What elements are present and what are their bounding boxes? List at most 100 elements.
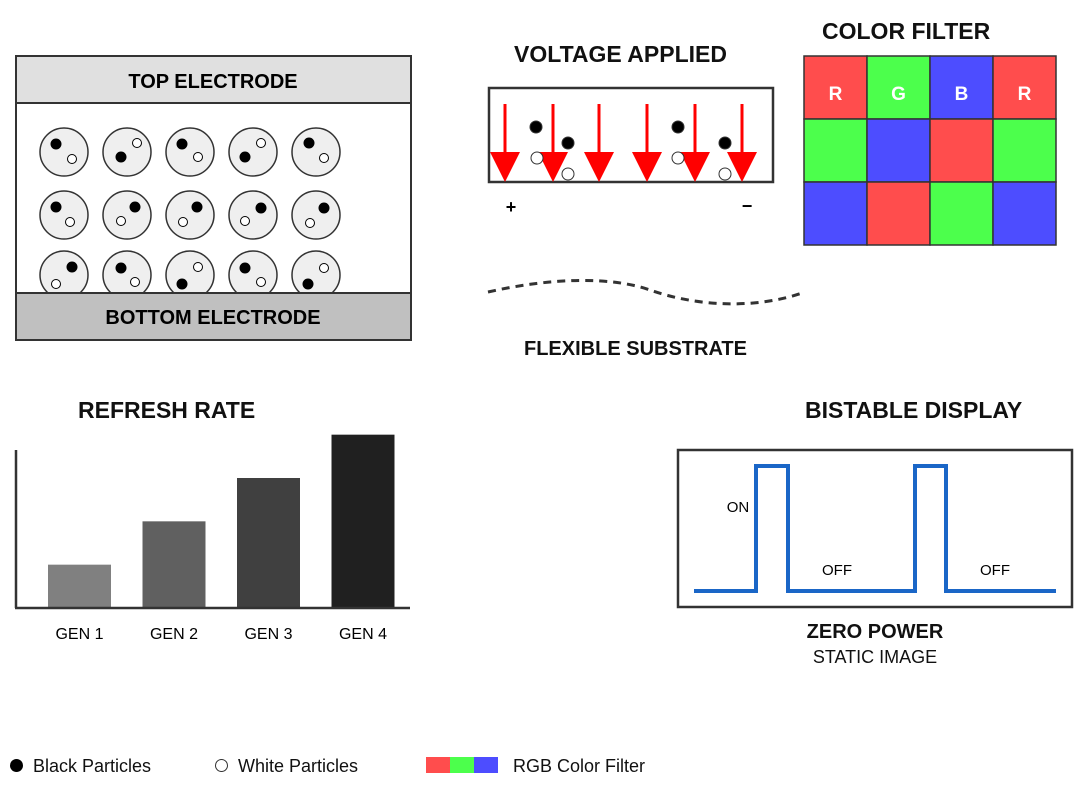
white-particle [256,277,266,287]
on-label: ON [727,499,750,516]
black-particle [302,278,314,290]
filter-label: G [891,84,906,105]
black-particle [176,278,188,290]
refresh-chart: GEN 1 GEN 2 GEN 3 GEN 4 [0,420,420,655]
white-particle [305,218,315,228]
filter-label: B [955,84,969,105]
microcapsule [291,250,341,300]
substrate-svg [487,278,806,306]
microcapsule [228,190,278,240]
black-particle [529,120,543,134]
white-particle [319,153,329,163]
filter-cell [803,181,868,246]
field-arrow-head [680,152,710,182]
white-particle [178,217,188,227]
field-arrows [490,104,757,182]
refresh-title: REFRESH RATE [78,397,256,423]
white-particle [193,152,203,162]
black-particle [671,120,685,134]
bar-gen-4 [331,434,395,608]
white-particle [256,138,266,148]
category-label: GEN 1 [55,626,103,643]
black-particle [239,151,251,163]
substrate-diagram [480,270,820,325]
rgb-swatch-red [426,757,450,773]
black-particle [318,202,330,214]
legend-white-particles: White Particles [238,756,359,776]
microcapsule [102,190,152,240]
filter-cell [803,55,868,120]
field-arrow-head [538,152,568,182]
white-particle [530,151,544,165]
field-arrow-head [727,152,757,182]
plus-terminal: + [506,197,517,217]
off-label-1: OFF [822,562,852,579]
bistable-svg: ON OFF OFF [676,448,1074,609]
black-particle [176,138,188,150]
black-particle [115,151,127,163]
category-label: GEN 4 [339,626,387,643]
filter-label: R [829,84,843,105]
filter-cell [866,181,931,246]
microcapsule [228,250,278,300]
bottom-electrode-label: BOTTOM ELECTRODE [105,307,320,329]
filter-cell [929,181,994,246]
bar-gen-2 [142,521,206,608]
field-arrow-head [632,152,662,182]
white-particle [130,277,140,287]
field-arrow-head [584,152,614,182]
white-particle [319,263,329,273]
bottom-electrode [15,292,412,341]
white-particle [65,217,75,227]
microcapsule [291,190,341,240]
microcapsule [102,250,152,300]
black-particle [50,201,62,213]
voltage-particles [529,120,732,181]
black-particle [50,138,62,150]
microcapsules [39,127,341,300]
voltage-title: VOLTAGE APPLIED [514,41,727,67]
filter-cell [992,55,1057,120]
white-particle [116,216,126,226]
white-particle [240,216,250,226]
top-electrode-label: TOP ELECTRODE [128,71,297,93]
voltage-svg: + − [487,86,775,217]
microcapsule [39,190,89,240]
microcapsule [291,127,341,177]
voltage-frame [487,86,775,184]
black-particle [115,262,127,274]
black-particle [239,262,251,274]
black-particle [66,261,78,273]
white-particle [193,262,203,272]
eink-cell-svg: TOP ELECTRODE BOTTOM ELECTRODE [15,55,412,341]
rgb-swatch-blue [474,757,498,773]
zero-power-caption: ZERO POWER [806,621,944,643]
black-particle [718,136,732,150]
filter-cell [929,55,994,120]
minus-terminal: − [742,196,753,216]
filter-cell [803,118,868,183]
white-particle [67,154,77,164]
microcapsule [165,127,215,177]
bar-gen-3 [237,478,300,608]
top-electrode [15,55,412,104]
microcapsule [228,127,278,177]
white-particle [671,151,685,165]
field-arrow-head [490,152,520,182]
filter-cell [866,118,931,183]
black-particle [255,202,267,214]
white-particle [51,279,61,289]
microcapsule [39,127,89,177]
microcapsule [102,127,152,177]
category-label: GEN 2 [150,626,198,643]
black-particle [129,201,141,213]
pulse-waveform [694,464,1056,593]
white-particle [718,167,732,181]
legend-rgb-filter: RGB Color Filter [513,756,646,776]
white-particle-icon [215,759,228,772]
category-label: GEN 3 [244,626,292,643]
white-particle [132,138,142,148]
eink-cell-diagram: TOP ELECTRODE BOTTOM ELECTRODE [0,0,420,355]
